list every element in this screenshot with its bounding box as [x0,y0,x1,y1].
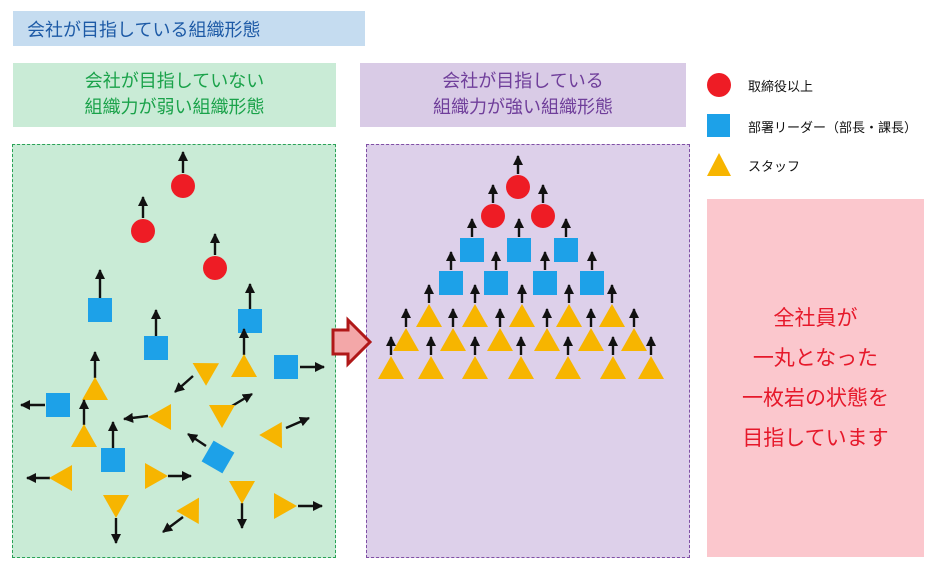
leader-square-icon [201,440,235,474]
direction-arrow-icon [162,516,184,533]
staff-triangle-icon [534,328,560,351]
leader-square-icon [439,271,463,295]
yellow-triangle-icon [707,153,731,176]
legend-leaders-label: 部署リーダー（部長・課長） [748,120,918,136]
goal-message-line1: 全社員が [773,306,858,330]
leader-square-icon [484,271,508,295]
staff-triangle-icon [71,424,97,447]
page-title: 会社が目指している組織形態 [13,11,365,46]
leader-square-icon [460,238,484,262]
leader-square-icon [580,271,604,295]
staff-triangle-icon [599,304,625,327]
staff-triangle-icon [49,465,72,491]
leader-square-icon [144,336,168,360]
blue-square-icon [707,114,730,137]
goal-message-line2: 一丸となった [752,346,879,370]
leader-square-icon [533,271,557,295]
executive-circle-icon [481,204,505,228]
strong-organization-heading-line1: 会社が目指している [442,71,604,92]
staff-triangle-icon [508,356,534,379]
staff-triangle-icon [378,356,404,379]
staff-triangle-icon [556,304,582,327]
staff-triangle-icon [192,363,220,386]
leader-square-icon [507,238,531,262]
leader-square-icon [101,448,125,472]
executive-circle-icon [531,204,555,228]
direction-arrow-icon [187,433,207,447]
staff-triangle-icon [148,404,171,430]
executive-circle-icon [131,219,155,243]
staff-triangle-icon [621,328,647,351]
leader-square-icon [274,355,298,379]
weak-organization-heading: 会社が目指していない 組織力が弱い組織形態 [13,63,336,127]
leader-square-icon [88,298,112,322]
direction-arrow-icon [231,392,253,408]
goal-message-box: 全社員が 一丸となった 一枚岩の状態を 目指しています [707,199,924,557]
staff-triangle-icon [393,328,419,351]
leader-square-icon [554,238,578,262]
staff-triangle-icon [600,356,626,379]
staff-triangle-icon [416,304,442,327]
staff-triangle-icon [229,481,255,504]
staff-triangle-icon [82,377,108,400]
executive-circle-icon [506,175,530,199]
direction-arrow-icon [285,416,310,430]
red-circle-icon [707,73,731,97]
weak-organization-panel [12,144,336,558]
staff-triangle-icon [462,304,488,327]
transition-arrow-icon [331,316,373,368]
executive-circle-icon [203,256,227,280]
leader-square-icon [238,309,262,333]
direction-arrow-icon [174,375,194,393]
legend-executives-label: 取締役以上 [748,79,814,95]
legend-staff-label: スタッフ [748,159,801,175]
staff-triangle-icon [209,405,235,428]
strong-organization-heading: 会社が目指している 組織力が強い組織形態 [360,63,686,127]
staff-triangle-icon [274,493,297,519]
weak-organization-heading-line2: 組織力が弱い組織形態 [84,97,265,118]
direction-arrow-icon [122,412,149,423]
staff-triangle-icon [638,356,664,379]
staff-triangle-icon [231,354,257,377]
leader-square-icon [46,393,70,417]
staff-triangle-icon [440,328,466,351]
staff-triangle-icon [462,356,488,379]
strong-organization-heading-line2: 組織力が強い組織形態 [433,97,613,118]
staff-triangle-icon [578,328,604,351]
staff-triangle-icon [145,463,168,489]
goal-message-line3: 一枚岩の状態を [742,386,889,410]
weak-organization-heading-line1: 会社が目指していない [84,71,265,92]
staff-triangle-icon [509,304,535,327]
legend-executives: 取締役以上 [706,72,813,98]
staff-triangle-icon [259,421,282,449]
executive-circle-icon [171,174,195,198]
staff-triangle-icon [418,356,444,379]
staff-triangle-icon [103,495,129,518]
legend-staff: スタッフ [706,152,800,178]
staff-triangle-icon [176,497,199,525]
staff-triangle-icon [555,356,581,379]
legend-leaders: 部署リーダー（部長・課長） [706,113,917,139]
staff-triangle-icon [487,328,513,351]
goal-message-line4: 目指しています [742,426,889,450]
